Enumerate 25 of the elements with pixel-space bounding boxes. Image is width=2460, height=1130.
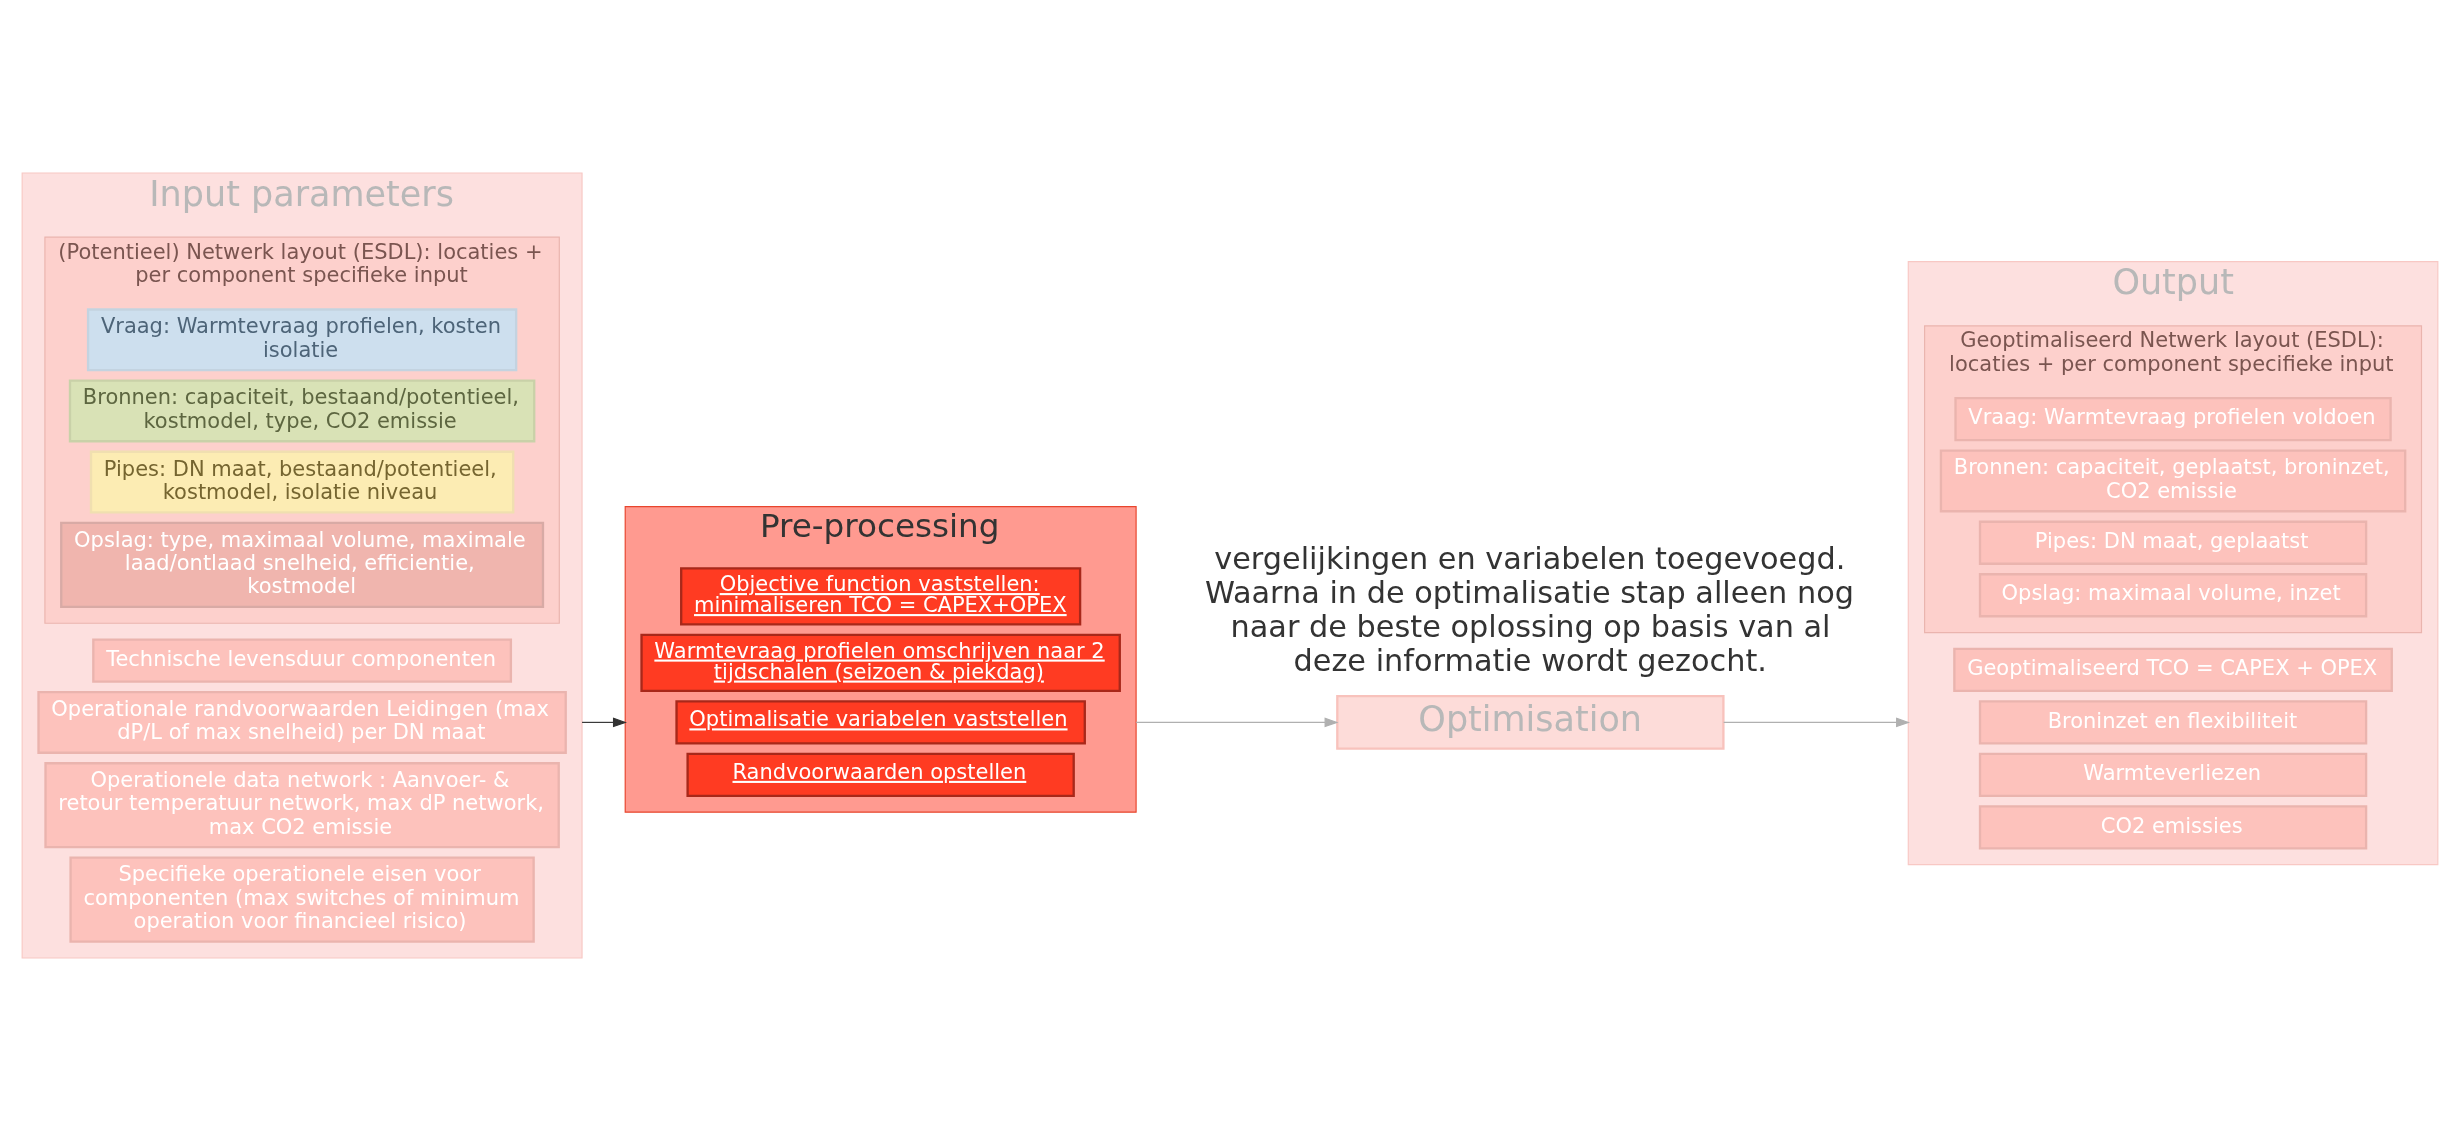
node-box: Pipes: DN maat, geplaatst [1978, 520, 2368, 565]
node-box: Objective function vaststellen: minimaliseren TCO = CAPEX+OPEX [680, 566, 1082, 626]
node-box: Operationele data network : Aanvoer- & retour temperatuur network, max dP network, max CO2 emissie [44, 761, 560, 848]
node-box: Vraag: Warmtevraag profielen voldoen [1954, 396, 2392, 441]
node-box: Bronnen: capaciteit, geplaatst, broninzet, CO2 emissie [1939, 448, 2407, 512]
node-box: Warmtevraag profielen omschrijven naar 2 tijdschalen (seizoen & piekdag) [640, 633, 1121, 692]
node-box: CO2 emissies [1978, 804, 2368, 850]
label: vergelijkingen en variabelen toegevoegd. Waarna in de optimalisatie stap alleen nog naar de beste oplossing op basis van al deze informatie wordt gezocht. [1204, 540, 1854, 678]
node-box: Warmteverliezen [1978, 752, 2368, 797]
node-box: Geoptimaliseerd TCO = CAPEX + OPEX [1953, 647, 2393, 692]
node-box: Technische levensduur componenten [92, 637, 513, 683]
node-box: Bronnen: capaciteit, bestaand/potentieel, kostmodel, type, CO2 emissie [68, 378, 536, 442]
node-box: Vraag: Warmtevraag profielen, kosten isolatie [86, 307, 518, 371]
node-box: Specifieke operationele eisen voor componenten (max switches of minimum operation voor financieel risico) [69, 856, 535, 943]
arrow [1723, 716, 1911, 727]
node-box: Randvoorwaarden opstellen [686, 752, 1075, 797]
node-box: Operationale randvoorwaarden Leidingen (max dP/L of max snelheid) per DN maat [37, 690, 567, 754]
node-box: Optimalisatie variabelen vaststellen [675, 699, 1086, 745]
arrow [1135, 716, 1339, 727]
node-box: Optimisation [1336, 694, 1725, 750]
node-box: Opslag: maximaal volume, inzet [1978, 572, 2368, 617]
node-box: Opslag: type, maximaal volume, maximale laad/ontlaad snelheid, efficientie, kostmodel [60, 521, 545, 608]
node-box: Pipes: DN maat, bestaand/potentieel, kostmodel, isolatie niveau [89, 450, 515, 514]
arrow [581, 716, 627, 727]
node-box: Broninzet en flexibiliteit [1978, 699, 2368, 745]
